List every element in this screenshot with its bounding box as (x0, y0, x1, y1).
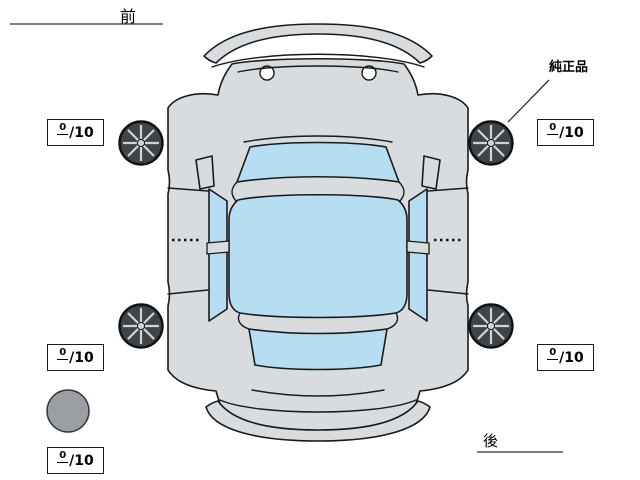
wheel-front-right (468, 120, 514, 166)
score-box-front-left: 0 /10 (47, 119, 104, 146)
hood-details-group (259, 65, 377, 81)
left-a-pillar-line (231, 181, 238, 202)
right-b-pillar (406, 240, 430, 255)
annotation-lines-group (10, 23, 563, 453)
right-rear-fender-seam (427, 289, 469, 295)
score-value: 0 (547, 121, 559, 135)
rear-bumper (205, 400, 431, 442)
score-max: /10 (69, 349, 94, 366)
rear-bumper-top-line (219, 399, 417, 413)
score-value: 0 (57, 346, 69, 360)
glass-group (208, 141, 428, 371)
score-max: /10 (559, 349, 584, 366)
left-mirror (195, 155, 215, 190)
body-seam-lines-group (167, 53, 469, 413)
score-value: 0 (547, 346, 559, 360)
right-side-windows (408, 188, 428, 322)
right-c-pillar-line (386, 312, 399, 330)
spare-tire-circle (46, 389, 90, 433)
left-rear-fender-seam (167, 289, 209, 295)
trunk-line (251, 389, 385, 397)
front-bumper (203, 23, 433, 64)
score-value: 0 (57, 449, 69, 463)
hood-washer-right (361, 65, 377, 81)
left-side-windows (208, 188, 228, 322)
windshield-glass (236, 141, 400, 183)
genuine-part-label: 純正品 (549, 60, 589, 75)
score-box-rear-right: 0 /10 (537, 344, 594, 371)
right-a-pillar-line (398, 181, 405, 202)
score-max: /10 (559, 124, 584, 141)
wheel-rear-left (118, 303, 164, 349)
score-value: 0 (57, 121, 69, 135)
left-front-fender-seam (167, 187, 209, 192)
wheel-rear-right (468, 303, 514, 349)
score-box-front-right: 0 /10 (537, 119, 594, 146)
rear-window-glass (248, 328, 388, 371)
hood-washer-left (259, 65, 275, 81)
wheel-front-left (118, 120, 164, 166)
score-max: /10 (69, 124, 94, 141)
score-box-spare: 0 /10 (47, 447, 104, 474)
rear-label: 後 (483, 432, 499, 450)
genuine-part-leader-line (507, 79, 550, 123)
left-c-pillar-line (237, 312, 250, 330)
score-box-rear-left: 0 /10 (47, 344, 104, 371)
right-mirror (421, 155, 441, 190)
roof-glass (228, 193, 408, 319)
left-b-pillar (206, 240, 230, 255)
cowl-line (243, 135, 393, 143)
hood-front-line (237, 65, 399, 73)
pillar-group (206, 240, 430, 255)
front-bumper-lip-line (211, 53, 425, 68)
right-front-fender-seam (427, 187, 469, 192)
score-max: /10 (69, 452, 94, 469)
front-label: 前 (120, 7, 137, 26)
